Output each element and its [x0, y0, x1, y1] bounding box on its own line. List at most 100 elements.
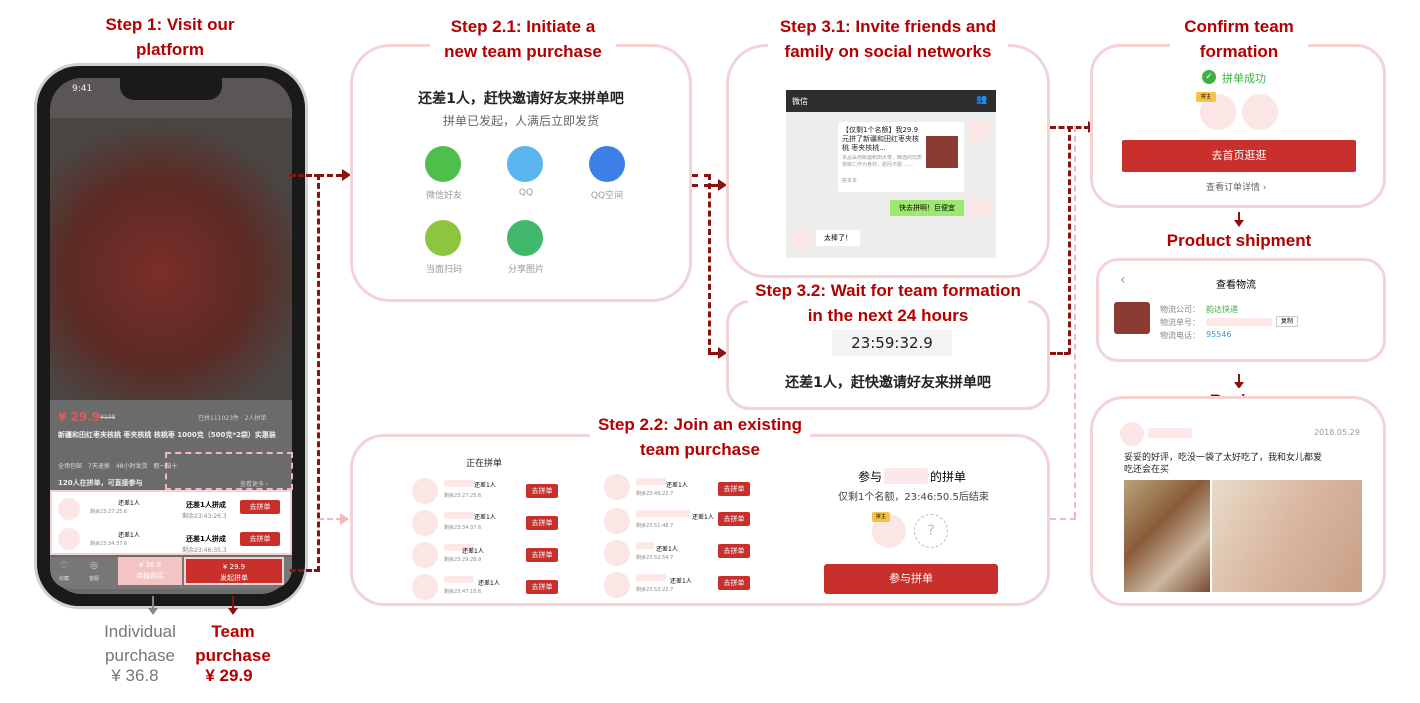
- contact-icon[interactable]: 👥: [976, 95, 988, 105]
- qq-label: QQ: [518, 188, 534, 198]
- groups-header: 120人在拼单，可直接参与: [58, 479, 143, 487]
- qzone-label: QQ空间: [590, 191, 624, 201]
- qr-label: 当面扫码: [425, 265, 462, 275]
- copy-button[interactable]: 复制: [1276, 316, 1298, 327]
- confirm-panel: [1090, 44, 1386, 208]
- wechat-back-label[interactable]: 微信: [792, 97, 808, 106]
- phone-row1-remain2: 剩余23:43:26.3: [182, 513, 227, 520]
- shipment-header: 查看物流: [1216, 280, 1256, 291]
- back-chevron-icon[interactable]: ‹: [1120, 272, 1126, 288]
- individual-purchase-label: Individual purchase: [104, 622, 176, 665]
- left-row1-remain: 剩余23:27:25.6: [444, 493, 482, 499]
- left-row4-join-button[interactable]: 去拼单: [526, 580, 558, 594]
- team-purchase-label: Team purchase: [195, 622, 271, 665]
- feature-return: 7天退换: [88, 463, 110, 470]
- left-row2-need: 还差1人: [474, 514, 496, 521]
- right-row4-need: 还差1人: [670, 578, 692, 585]
- step1-title: Step 1: Visit our platform: [95, 12, 245, 62]
- right-row2-remain: 剩余23:51:48.7: [636, 523, 674, 529]
- share-card-sub: 本品采用新疆和田大枣，精选的优质核桃仁作为食材，甜而不腻……: [842, 155, 922, 168]
- confirm-leader-badge: 拼主: [1196, 92, 1216, 102]
- fav-icon[interactable]: ♡: [60, 561, 69, 571]
- phone-row2-join-button[interactable]: 去拼单: [240, 532, 280, 546]
- review-text: 妥妥的好评，吃没一袋了太好吃了，我和女儿都爱吃还会在买: [1124, 453, 1323, 475]
- qr-icon[interactable]: [425, 220, 461, 256]
- step31-title: Step 3.1: Invite friends and family on s…: [768, 14, 1008, 64]
- right-row3-need: 还差1人: [656, 546, 678, 553]
- phone-group-highlight: [165, 452, 293, 490]
- success-text: 拼单成功: [1222, 72, 1266, 85]
- single-buy-label: 单独购买: [136, 572, 164, 580]
- feature-48h: 48小时发货: [115, 463, 148, 470]
- phone-row2-need2: 还差1人拼成: [186, 535, 226, 543]
- left-row2-join-button[interactable]: 去拼单: [526, 516, 558, 530]
- join-title-suffix: 的拼单: [930, 470, 967, 484]
- review-photo: [1124, 480, 1210, 592]
- product-sold: 已拼111023件 · 2人拼单: [198, 415, 267, 422]
- phone-row2-remain: 剩余23:34:37.6: [90, 541, 128, 547]
- left-row4-need: 还差1人: [478, 580, 500, 587]
- status-time: 9:41: [72, 84, 93, 94]
- phone-value[interactable]: 95546: [1206, 330, 1232, 339]
- single-buy-button[interactable]: ¥ 36.8 单独购买: [118, 557, 182, 585]
- company-value: 韵达快递: [1206, 305, 1238, 314]
- feature-free-shipping: 全场包邮: [58, 463, 83, 470]
- confirm-title: Confirm team formation: [1170, 14, 1308, 64]
- step32-line: 还差1人，赶快邀请好友来拼单吧: [785, 375, 991, 391]
- left-row1-need: 还差1人: [474, 482, 496, 489]
- image-label: 分享图片: [507, 265, 544, 275]
- connector-phone-to-21: [290, 174, 320, 572]
- share-card-image: [926, 136, 958, 168]
- step22-title: Step 2.2: Join an existing team purchase: [590, 412, 810, 462]
- phone-row1-need2: 还差1人拼成: [186, 501, 226, 509]
- group-buy-label: 发起拼单: [220, 574, 248, 582]
- see-more-link[interactable]: 查看更多 ›: [240, 481, 269, 488]
- phone-row2-need: 还差1人: [118, 532, 140, 539]
- product-old-price: ¥108: [100, 414, 116, 421]
- left-row2-remain: 剩余23:34:37.6: [444, 525, 482, 531]
- right-row4-join-button[interactable]: 去拼单: [718, 576, 750, 590]
- product-title: 新疆和田红枣夹核桃 枣夹核桃 核桃枣 1000克（500克*2袋）实惠装: [58, 431, 276, 439]
- right-row2-need: 还差1人: [692, 514, 714, 521]
- phone-row1-join-button[interactable]: 去拼单: [240, 500, 280, 514]
- phone-row1-need: 还差1人: [118, 500, 140, 507]
- phone-row1-remain: 剩余23:27:25.6: [90, 509, 128, 515]
- phone-row2-remain2: 剩余23:46:35.3: [182, 547, 227, 554]
- success-check-icon: ✓: [1202, 70, 1216, 84]
- wechat-icon[interactable]: [425, 146, 461, 182]
- shipment-title: Product shipment: [1152, 228, 1326, 253]
- wechat-screen: 微信 👥 【仅剩1个名额】我29.9元拼了新疆和田红枣夹核桃 枣夹核桃... 本…: [786, 90, 996, 258]
- right-row1-need: 还差1人: [666, 482, 688, 489]
- join-subtitle: 仅剩1个名额，23:46:50.5后结束: [838, 492, 989, 503]
- share-card[interactable]: 【仅剩1个名额】我29.9元拼了新疆和田红枣夹核桃 枣夹核桃... 本品采用新疆…: [838, 122, 964, 192]
- left-row1-join-button[interactable]: 去拼单: [526, 484, 558, 498]
- join-group-button[interactable]: 参与拼单: [824, 564, 998, 594]
- leader-badge: 拼主: [872, 512, 890, 522]
- wechat-label: 微信好友: [425, 191, 462, 201]
- go-home-button[interactable]: 去首页逛逛: [1122, 140, 1356, 172]
- left-row4-remain: 剩余23:47:10.6: [444, 589, 482, 595]
- right-row4-remain: 剩余23:53:22.7: [636, 587, 674, 593]
- service-icon[interactable]: ◎: [90, 561, 98, 571]
- left-row3-need: 还差1人: [462, 548, 484, 555]
- product-image: [50, 118, 292, 400]
- qzone-icon[interactable]: [589, 146, 625, 182]
- right-row2-join-button[interactable]: 去拼单: [718, 512, 750, 526]
- right-row1-remain: 剩余23:49:22.7: [636, 491, 674, 497]
- step21-line1: 还差1人，赶快邀请好友来拼单吧: [418, 91, 624, 107]
- step21-line2: 拼单已发起，人满后立即发货: [442, 114, 599, 128]
- single-buy-price: ¥ 36.8: [138, 561, 162, 569]
- team-purchase-price: ¥ 29.9: [205, 666, 253, 685]
- join-title-prefix: 参与: [858, 470, 883, 484]
- left-row3-join-button[interactable]: 去拼单: [526, 548, 558, 562]
- empty-slot-icon: ?: [914, 514, 948, 548]
- review-date: 2018.05.29: [1314, 428, 1360, 437]
- order-detail-link[interactable]: 查看订单详情 ›: [1206, 183, 1267, 193]
- phone-label: 物流电话：: [1160, 331, 1200, 340]
- right-row1-join-button[interactable]: 去拼单: [718, 482, 750, 496]
- shipment-product-thumb: [1114, 302, 1150, 334]
- group-buy-button[interactable]: ¥ 29.9 发起拼单: [184, 557, 284, 585]
- qq-icon[interactable]: [507, 146, 543, 182]
- right-row3-join-button[interactable]: 去拼单: [718, 544, 750, 558]
- image-icon[interactable]: [507, 220, 543, 256]
